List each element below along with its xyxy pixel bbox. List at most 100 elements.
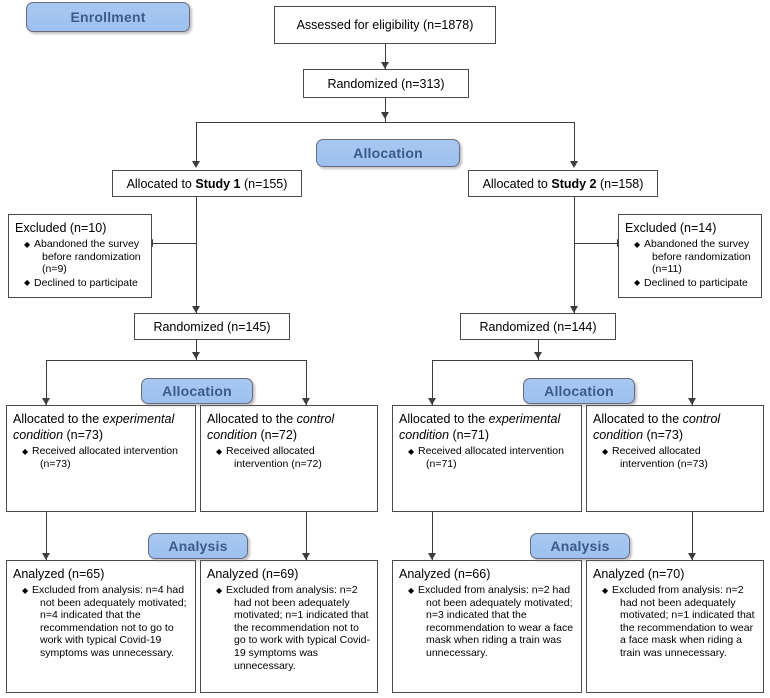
list-item: ◆Received allocated intervention (n=73): [22, 445, 178, 470]
randomized-study1-label: Randomized (n=145): [153, 319, 271, 334]
diamond-bullet-icon: ◆: [22, 585, 29, 595]
analysis-list: ◆Excluded from analysis: n=2 had not bee…: [593, 584, 757, 660]
diamond-bullet-icon: ◆: [634, 239, 641, 249]
phase-badge-analysis-right: Analysis: [530, 533, 630, 559]
arrowhead-study1-to-randomized: [191, 306, 200, 313]
connector-alloc4-to-analysis: [692, 512, 693, 560]
connector-study2-excluded: [574, 243, 618, 244]
arrowhead-rand1-down: [191, 352, 200, 359]
phase-badge-allocation-right: Allocation: [523, 378, 635, 404]
arrowhead-alloc2-to-analysis: [301, 553, 310, 560]
randomized-study2-label: Randomized (n=144): [479, 319, 597, 334]
list-item: ◆Received allocated intervention (n=71): [408, 445, 564, 470]
box-allocation-study1-experimental: Allocated to the experimental condition …: [6, 405, 196, 512]
connector-study1-exp-vertical: [46, 360, 47, 406]
connector-split-horizontal-study1: [46, 360, 306, 361]
arrowhead-to-study1-experimental: [41, 398, 50, 405]
arrowhead-rand2-down: [533, 352, 542, 359]
box-randomized-total: Randomized (n=313): [303, 69, 469, 98]
list-item: ◆Received allocated intervention (n=72): [216, 445, 322, 470]
phase-badge-analysis-left: Analysis: [148, 533, 248, 559]
arrowhead-to-study2-experimental: [427, 398, 436, 405]
phase-badge-enrollment: Enrollment: [26, 2, 190, 32]
allocation-list: ◆Received allocated intervention (n=73): [593, 445, 757, 470]
assessed-label: Assessed for eligibility (n=1878): [296, 18, 474, 32]
excluded-study2-list: ◆Abandoned the survey before randomizati…: [625, 238, 755, 289]
list-item: ◆Abandoned the survey before randomizati…: [634, 238, 751, 276]
arrowhead-to-study1: [191, 161, 200, 168]
arrowhead-study2-to-randomized: [569, 306, 578, 313]
diamond-bullet-icon: ◆: [24, 278, 31, 288]
connector-split-horizontal-study2: [432, 360, 692, 361]
box-randomized-study2: Randomized (n=144): [460, 313, 616, 340]
box-assessed-for-eligibility: Assessed for eligibility (n=1878): [274, 6, 496, 44]
allocation-heading: Allocated to the experimental condition …: [399, 412, 561, 442]
connector-assessed-to-randomized: [385, 44, 386, 69]
allocation-list: ◆Received allocated intervention (n=73): [13, 445, 189, 470]
diamond-bullet-icon: ◆: [22, 446, 29, 456]
connector-split-right-vertical: [574, 122, 575, 162]
diamond-bullet-icon: ◆: [634, 278, 641, 288]
excluded-study2-heading: Excluded (n=14): [625, 221, 717, 235]
connector-randomized-down: [385, 98, 386, 122]
list-item: ◆Excluded from analysis: n=4 had not bee…: [22, 584, 187, 659]
allocation-list: ◆Received allocated intervention (n=71): [399, 445, 575, 470]
analysis-heading: Analyzed (n=65): [13, 567, 105, 581]
connector-study1-excluded: [152, 243, 196, 244]
excluded-study1-heading: Excluded (n=10): [15, 221, 107, 235]
diamond-bullet-icon: ◆: [216, 446, 223, 456]
arrowhead-to-study1-control: [301, 398, 310, 405]
connector-study2-exp-vertical: [432, 360, 433, 406]
connector-study2-down: [574, 197, 575, 313]
box-analysis-study2-control: Analyzed (n=70) ◆Excluded from analysis:…: [586, 560, 764, 693]
connector-alloc1-to-analysis: [46, 512, 47, 560]
connector-study2-ctl-vertical: [692, 360, 693, 406]
list-item: ◆Abandoned the survey before randomizati…: [24, 238, 141, 276]
arrowhead-to-study2: [569, 161, 578, 168]
connector-study1-ctl-vertical: [306, 360, 307, 406]
connector-split-left-vertical: [196, 122, 197, 162]
list-item: ◆Received allocated intervention (n=73): [602, 445, 708, 470]
allocation-list: ◆Received allocated intervention (n=72): [207, 445, 371, 470]
analysis-heading: Analyzed (n=70): [593, 567, 685, 581]
allocated-study1-label: Allocated to Study 1 (n=155): [126, 176, 288, 191]
box-excluded-study1: Excluded (n=10) ◆Abandoned the survey be…: [8, 214, 152, 298]
allocated-study2-label: Allocated to Study 2 (n=158): [482, 176, 644, 191]
analysis-heading: Analyzed (n=66): [399, 567, 491, 581]
list-item: ◆Declined to participate: [24, 276, 138, 289]
box-analysis-study1-experimental: Analyzed (n=65) ◆Excluded from analysis:…: [6, 560, 196, 693]
excluded-study1-list: ◆Abandoned the survey before randomizati…: [15, 238, 145, 289]
allocation-heading: Allocated to the control condition (n=73…: [593, 412, 721, 442]
diamond-bullet-icon: ◆: [602, 446, 609, 456]
diamond-bullet-icon: ◆: [216, 585, 223, 595]
list-item: ◆Declined to participate: [634, 276, 748, 289]
arrowhead-alloc1-to-analysis: [41, 553, 50, 560]
arrowhead-randomized-down: [380, 112, 389, 119]
diamond-bullet-icon: ◆: [602, 585, 609, 595]
diamond-bullet-icon: ◆: [408, 446, 415, 456]
analysis-list: ◆Excluded from analysis: n=2 had not bee…: [207, 584, 371, 672]
box-excluded-study2: Excluded (n=14) ◆Abandoned the survey be…: [618, 214, 762, 298]
allocation-heading: Allocated to the control condition (n=72…: [207, 412, 335, 442]
phase-badge-allocation-top: Allocation: [316, 139, 460, 167]
box-analysis-study1-control: Analyzed (n=69) ◆Excluded from analysis:…: [200, 560, 378, 693]
analysis-list: ◆Excluded from analysis: n=4 had not bee…: [13, 584, 189, 660]
box-allocation-study1-control: Allocated to the control condition (n=72…: [200, 405, 378, 512]
diamond-bullet-icon: ◆: [408, 585, 415, 595]
box-analysis-study2-experimental: Analyzed (n=66) ◆Excluded from analysis:…: [392, 560, 582, 693]
list-item: ◆Excluded from analysis: n=2 had not bee…: [216, 584, 370, 672]
box-allocation-study2-control: Allocated to the control condition (n=73…: [586, 405, 764, 512]
connector-rand1-down: [196, 340, 197, 360]
connector-study1-down: [196, 197, 197, 313]
randomized-total-label: Randomized (n=313): [327, 76, 445, 91]
box-randomized-study1: Randomized (n=145): [134, 313, 290, 340]
list-item: ◆Excluded from analysis: n=2 had not bee…: [602, 584, 755, 659]
arrowhead-alloc3-to-analysis: [427, 553, 436, 560]
connector-alloc2-to-analysis: [306, 512, 307, 560]
diamond-bullet-icon: ◆: [24, 239, 31, 249]
connector-split-horizontal-top: [196, 122, 575, 123]
box-allocation-study2-experimental: Allocated to the experimental condition …: [392, 405, 582, 512]
connector-rand2-down: [538, 340, 539, 360]
phase-badge-allocation-left: Allocation: [141, 378, 253, 404]
